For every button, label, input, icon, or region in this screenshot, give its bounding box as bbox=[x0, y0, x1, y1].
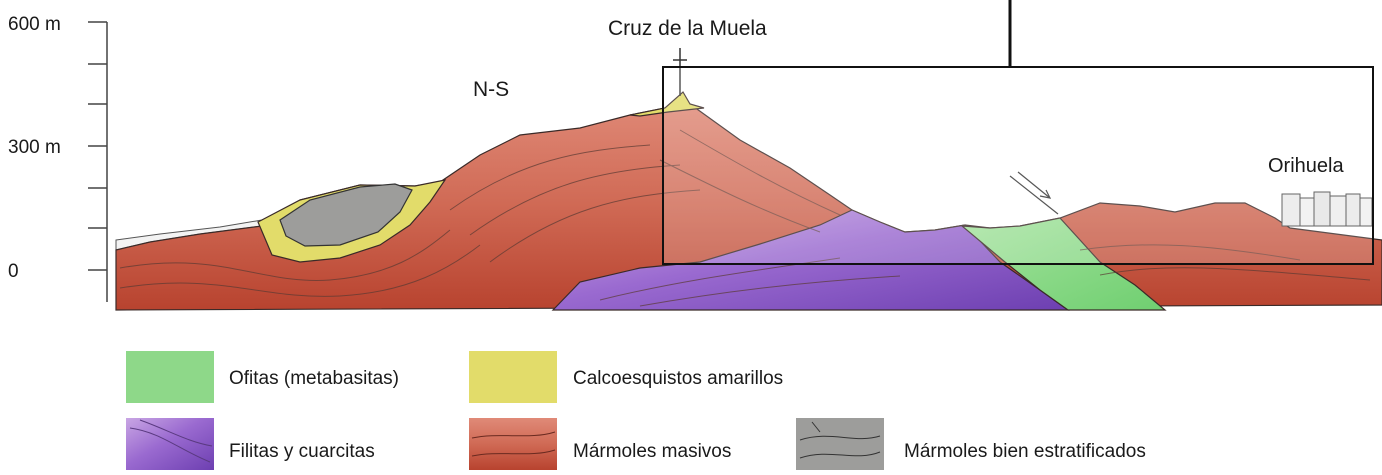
legend-label-marmoles-estratificados: Mármoles bien estratificados bbox=[904, 441, 1146, 462]
legend-swatch-filitas bbox=[126, 418, 214, 470]
peak-label: Cruz de la Muela bbox=[608, 17, 767, 40]
marmoles-estratificados-core bbox=[279, 183, 413, 247]
legend-swatch-ofitas bbox=[126, 351, 214, 403]
legend-swatch-marmoles-estratificados bbox=[796, 418, 884, 470]
cross-marker bbox=[673, 48, 687, 96]
legend-label-calcoesquistos: Calcoesquistos amarillos bbox=[573, 368, 783, 389]
filitas-body bbox=[551, 209, 1070, 311]
legend-swatch-marmoles-masivos bbox=[469, 418, 557, 470]
tick-label-300: 300 m bbox=[8, 137, 61, 158]
legend-label-marmoles-masivos: Mármoles masivos bbox=[573, 441, 731, 462]
highlight-box bbox=[662, 0, 1374, 265]
tick-label-0: 0 bbox=[8, 261, 19, 282]
orihuela-town bbox=[1281, 191, 1373, 227]
town-label: Orihuela bbox=[1268, 155, 1344, 177]
section-label: N-S bbox=[473, 78, 509, 101]
legend-label-ofitas: Ofitas (metabasitas) bbox=[229, 368, 399, 389]
fault-arrow bbox=[1009, 171, 1059, 215]
legend-swatch-calcoesquistos bbox=[469, 351, 557, 403]
tick-label-600: 600 m bbox=[8, 14, 61, 35]
legend-label-filitas: Filitas y cuarcitas bbox=[229, 441, 375, 462]
altitude-axis bbox=[88, 21, 108, 302]
calcoesquistos-cap bbox=[629, 91, 705, 117]
bedding-lines bbox=[119, 129, 1371, 307]
legend: Ofitas (metabasitas) Calcoesquistos amar… bbox=[126, 351, 1146, 470]
